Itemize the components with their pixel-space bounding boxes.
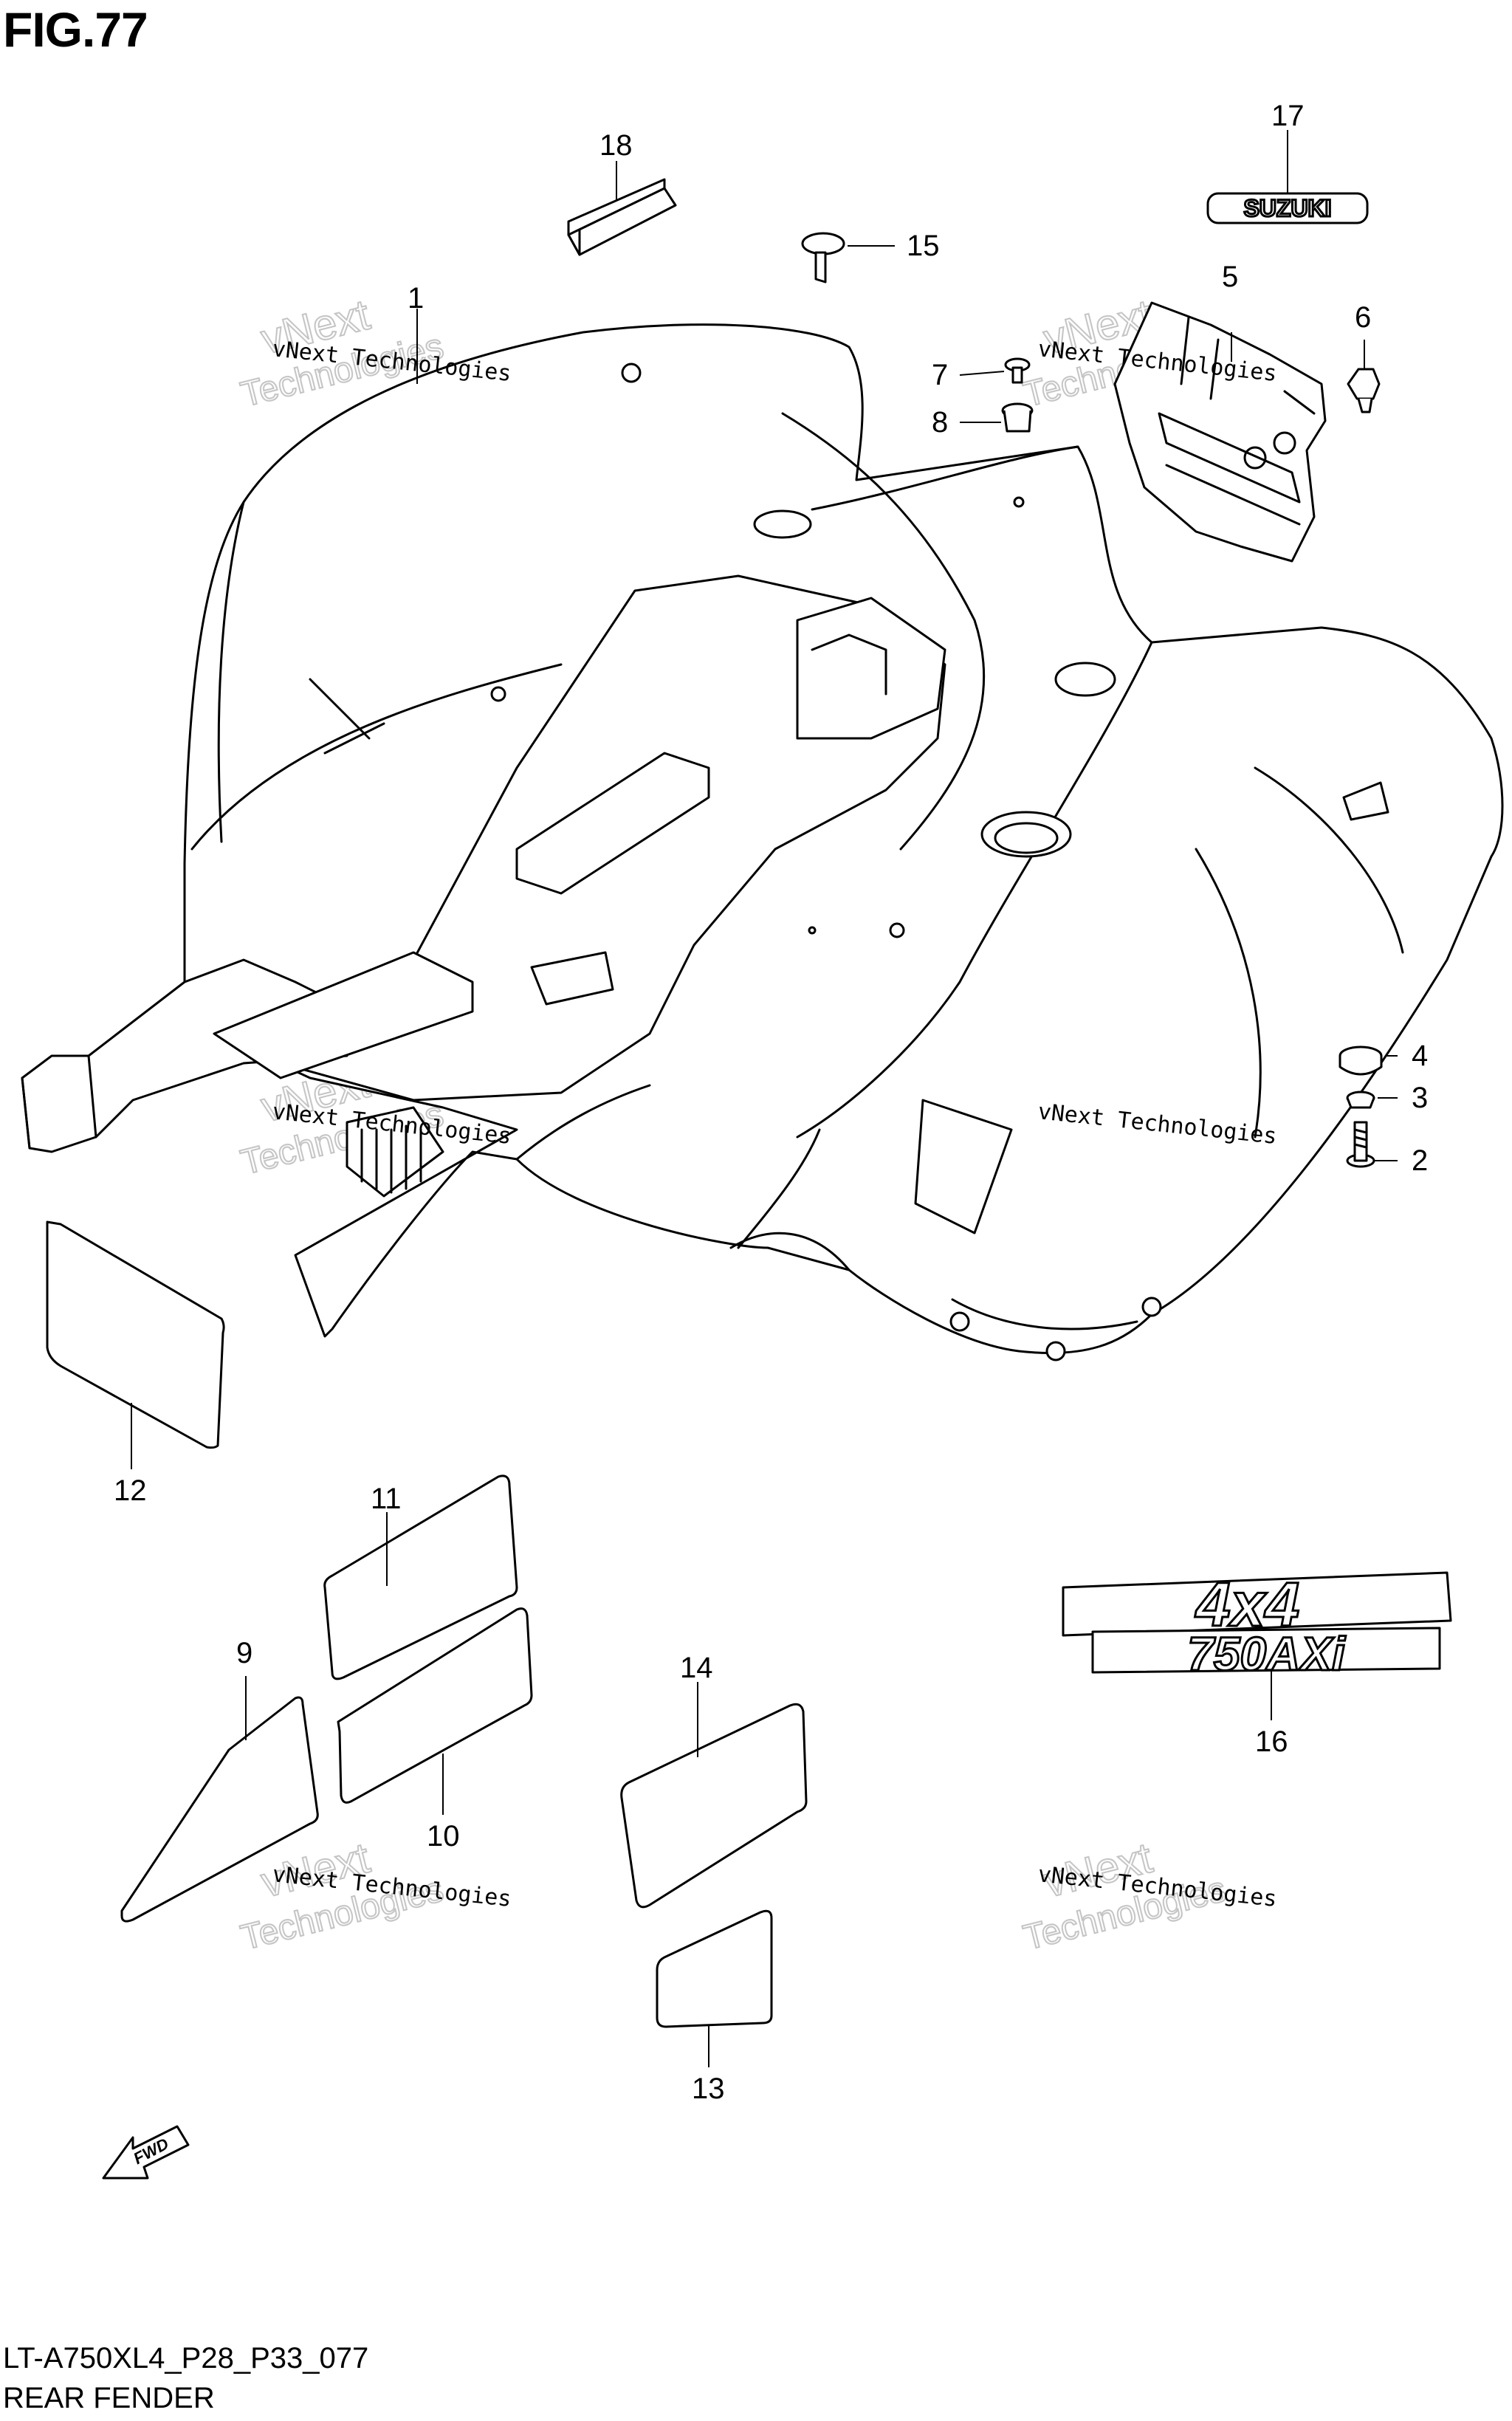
part-num-7: 7 xyxy=(932,359,948,391)
part-12-decal xyxy=(46,1220,225,1449)
part-num-12: 12 xyxy=(114,1474,147,1507)
part-5-bracket xyxy=(1113,301,1327,563)
part-6-rivet xyxy=(1347,368,1381,413)
figure-name: REAR FENDER xyxy=(3,2382,215,2414)
part-num-11: 11 xyxy=(371,1483,402,1515)
part-3-collar xyxy=(1346,1091,1375,1109)
part-number-labels: 1 2 3 4 5 6 7 8 9 10 11 12 13 14 15 16 1… xyxy=(114,100,1428,2105)
part-13-decal xyxy=(656,1909,773,2028)
part-11-decal xyxy=(323,1474,518,1680)
part-4-grommet xyxy=(1339,1045,1383,1076)
part-num-18: 18 xyxy=(599,129,633,162)
part-num-13: 13 xyxy=(692,2073,725,2105)
part-9-decal xyxy=(120,1696,319,1923)
part-num-2: 2 xyxy=(1412,1144,1428,1177)
part-num-5: 5 xyxy=(1222,261,1238,293)
part-num-3: 3 xyxy=(1412,1082,1428,1114)
part-num-1: 1 xyxy=(408,282,424,315)
part-14-decal xyxy=(620,1703,808,1909)
part-num-4: 4 xyxy=(1412,1040,1428,1072)
part-num-17: 17 xyxy=(1271,100,1305,132)
part-7-screw xyxy=(1004,357,1031,384)
part-num-16: 16 xyxy=(1255,1725,1288,1758)
badge-model-text: 750AXi xyxy=(1187,1627,1346,1680)
part-8-nut xyxy=(1001,402,1034,433)
part-num-15: 15 xyxy=(907,230,940,262)
badge-4x4-text: 4x4 xyxy=(1195,1570,1299,1639)
leader-lines xyxy=(131,130,1398,2067)
figure-title: FIG.77 xyxy=(3,2,148,57)
rear-fender-body xyxy=(21,323,1504,1361)
part-2-bolt xyxy=(1346,1121,1375,1168)
part-num-9: 9 xyxy=(236,1637,252,1669)
suzuki-emblem-text: SUZUKI xyxy=(1243,195,1331,222)
fwd-arrow-icon: FWD xyxy=(102,2125,190,2180)
part-10-decal xyxy=(337,1607,533,1804)
part-18-bar xyxy=(567,178,677,256)
part-16-badge: 4x4 750AXi xyxy=(1062,1569,1452,1682)
part-num-8: 8 xyxy=(932,406,948,439)
part-num-14: 14 xyxy=(680,1652,713,1684)
part-17-suzuki-emblem: SUZUKI xyxy=(1206,192,1369,224)
figure-code: LT-A750XL4_P28_P33_077 xyxy=(3,2342,369,2374)
part-num-10: 10 xyxy=(427,1820,460,1852)
part-15-clip xyxy=(801,232,845,284)
part-num-6: 6 xyxy=(1355,301,1371,334)
leader-7 xyxy=(959,371,1005,376)
